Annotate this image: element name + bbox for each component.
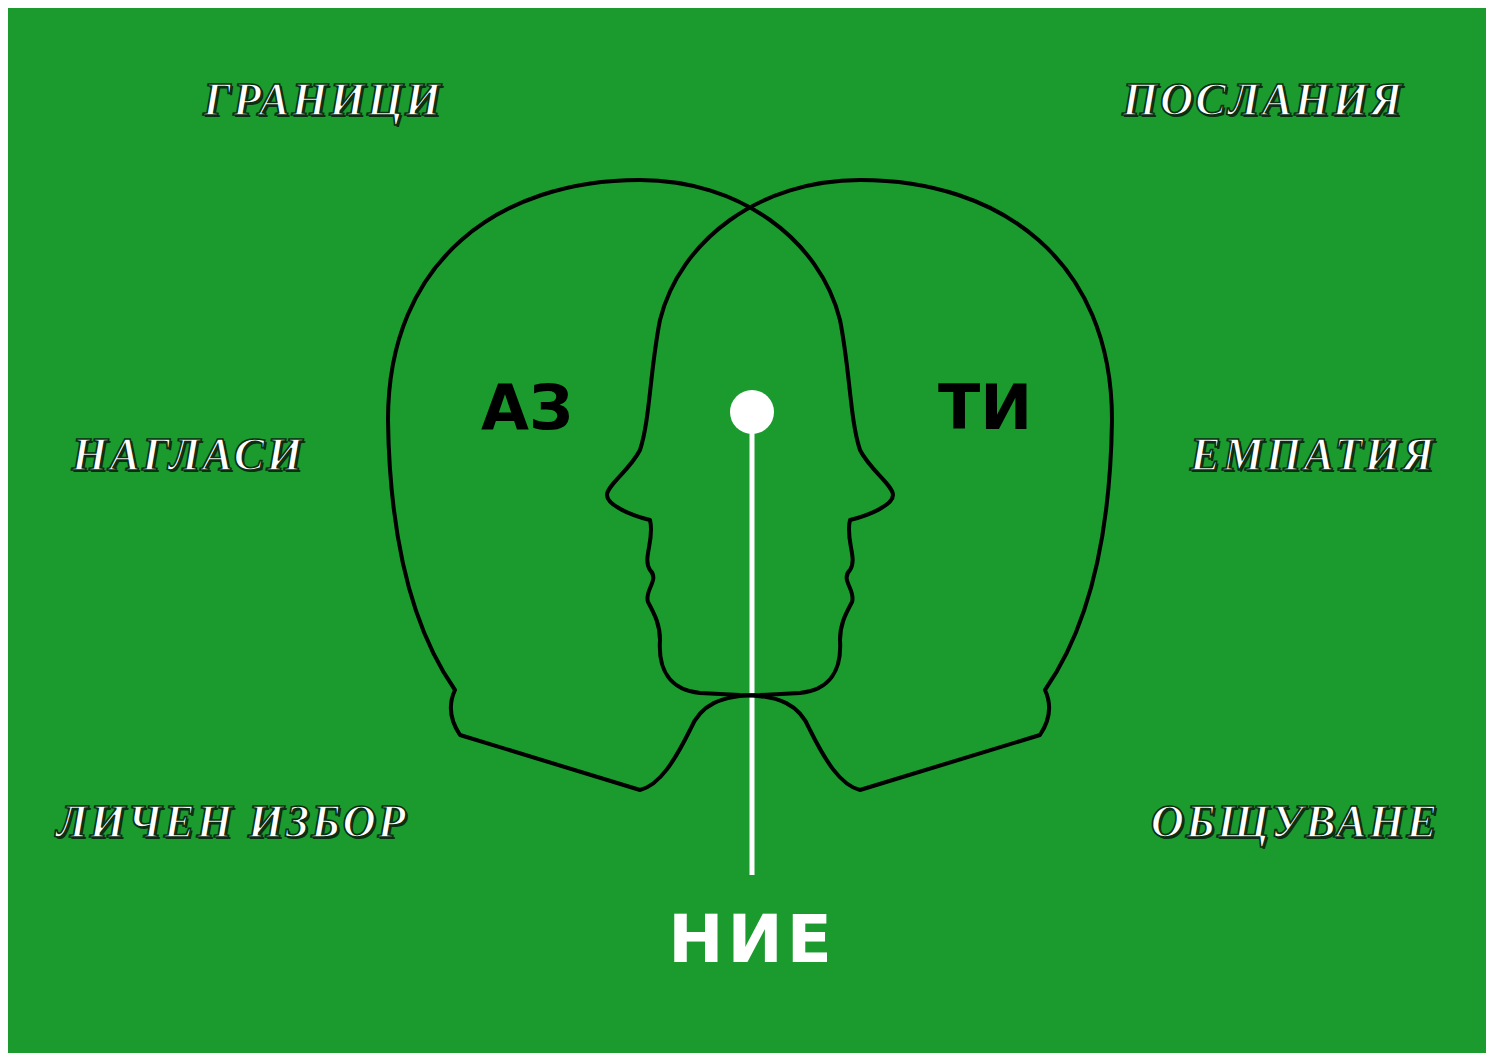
theme-word: ОБЩУВАНЕ — [1151, 799, 1439, 845]
theme-word: ЕМПАТИЯ — [1190, 432, 1436, 478]
head-shape — [380, 170, 905, 800]
theme-word: ГРАНИЦИ — [203, 77, 443, 123]
theme-word: ПОСЛАНИЯ — [1122, 77, 1404, 123]
pointer-dot — [730, 390, 774, 434]
we-label: НИЕ — [668, 907, 836, 973]
theme-word: НАГЛАСИ — [72, 432, 305, 478]
head-outline: АЗ — [380, 170, 905, 800]
head-shape — [595, 170, 1120, 800]
green-ground — [8, 8, 1486, 1053]
theme-word: ЛИЧЕН ИЗБОР — [56, 799, 407, 845]
head-label: АЗ — [481, 377, 573, 439]
head-outline: ТИ — [595, 170, 1120, 800]
head-label: ТИ — [938, 377, 1032, 439]
pointer-line — [750, 412, 755, 875]
